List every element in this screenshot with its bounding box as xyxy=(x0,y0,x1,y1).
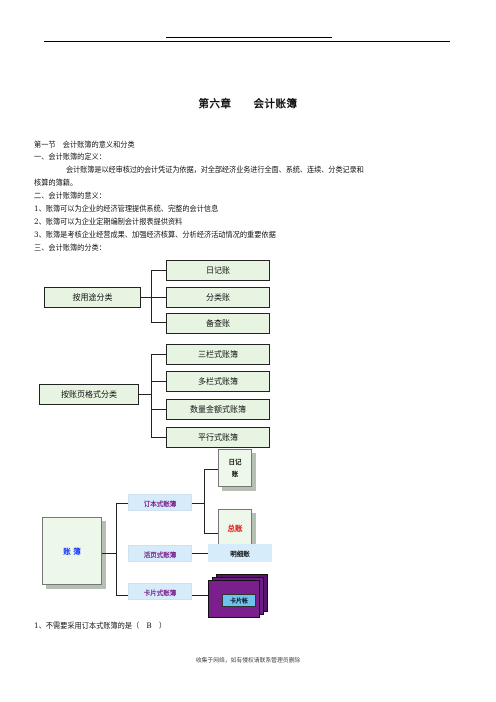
root-connector xyxy=(102,553,116,554)
journal-box: 日记 账 xyxy=(218,449,252,487)
journal-label-line-2: 账 xyxy=(231,470,239,478)
tree1-child-journal: 日记账 xyxy=(166,260,270,281)
loose-leaf-out-connector xyxy=(192,553,208,554)
tree2-child-label: 平行式账簿 xyxy=(198,433,238,442)
tree1-child-label: 分类账 xyxy=(206,293,230,302)
bound-book-label: 订本式账簿 xyxy=(143,499,177,508)
tree2-branch-3 xyxy=(151,409,166,410)
footer-note: 收集于网络，如有侵权请联系管理员删除 xyxy=(195,658,301,664)
tree1-root-box: 按用途分类 xyxy=(44,287,141,308)
general-ledger-connector xyxy=(204,533,218,534)
header-rule xyxy=(44,41,450,42)
card-book-box: 卡片式账簿 xyxy=(128,583,192,600)
tree1-child-ledger: 分类账 xyxy=(166,287,270,308)
definition-line-2: 核算的簿籍。 xyxy=(34,178,78,187)
tree2-spine xyxy=(151,354,152,437)
tree2-branch-2 xyxy=(151,381,166,382)
tree2-child-label: 三栏式账簿 xyxy=(198,350,238,359)
subsidiary-ledger-label: 明细账 xyxy=(230,550,250,558)
tree2-child-three-column: 三栏式账簿 xyxy=(166,344,270,365)
bound-book-box: 订本式账簿 xyxy=(128,494,192,511)
header-short-rule xyxy=(166,37,332,38)
chapter-name: 会计账簿 xyxy=(253,98,298,110)
tree2-child-multi-column: 多栏式账簿 xyxy=(166,371,270,392)
card-connector xyxy=(116,595,128,596)
tree2-child-label: 多栏式账簿 xyxy=(198,377,238,386)
root-book-box: 账 簿 xyxy=(42,517,102,585)
tree1-branch-1 xyxy=(151,270,166,271)
chapter-title: 第六章 会计账簿 xyxy=(0,96,496,111)
bound-out-connector xyxy=(192,503,204,504)
tree1-child-label: 备查账 xyxy=(206,319,230,328)
tree1-child-memo: 备查账 xyxy=(166,313,270,334)
question-1: 1、不需要采用订本式账簿的是（ B ） xyxy=(34,621,167,630)
tree2-child-parallel: 平行式账簿 xyxy=(166,427,270,448)
meaning-item-2: 2、账簿可以为企业定期编制会计报表提供资料 xyxy=(34,217,183,226)
tree2-stem xyxy=(139,394,151,395)
card-ledger-label: 卡片帐 xyxy=(229,598,248,605)
meaning-item-3: 3、账簿是考核企业经营成果、加强经济核算、分析经济活动情况的重要依据 xyxy=(34,230,276,239)
diagram-spine xyxy=(116,503,117,595)
tree2-branch-4 xyxy=(151,437,166,438)
classification-heading: 三、会计账簿的分类： xyxy=(34,243,106,252)
loose-leaf-book-box: 活页式账簿 xyxy=(128,545,192,562)
general-ledger-box: 总账 xyxy=(218,509,252,547)
card-out-connector xyxy=(192,595,208,596)
tree1-branch-2 xyxy=(151,297,166,298)
bound-spine xyxy=(204,469,205,533)
card-ledger-label-box: 卡片帐 xyxy=(222,594,256,607)
subsidiary-ledger-box: 明细账 xyxy=(208,544,272,562)
tree2-branch-1 xyxy=(151,354,166,355)
meaning-item-1: 1、账簿可以为企业的经济管理提供系统、完整的会计信息 xyxy=(34,204,219,213)
section-heading: 第一节 会计账簿的意义和分类 xyxy=(34,140,135,149)
tree1-stem xyxy=(141,297,151,298)
loose-leaf-book-label: 活页式账簿 xyxy=(143,550,177,559)
tree2-root-box: 按账页格式分类 xyxy=(39,384,139,405)
tree1-branch-3 xyxy=(151,322,166,323)
root-book-label: 账 簿 xyxy=(63,546,81,556)
definition-heading: 一、会计账簿的定义： xyxy=(34,152,106,161)
general-ledger-label: 总账 xyxy=(227,523,243,533)
tree2-child-quantity-amount: 数量金额式账簿 xyxy=(166,399,270,420)
journal-label-line-1: 日记 xyxy=(228,458,242,466)
meaning-heading: 二、会计账簿的意义： xyxy=(34,191,106,200)
tree2-child-label: 数量金额式账簿 xyxy=(190,405,246,414)
definition-line-1: 会计账簿是以经审核过的会计凭证为依据，对全部经济业务进行全面、系统、连续、分类记… xyxy=(66,165,364,174)
bound-connector xyxy=(116,503,128,504)
tree1-spine xyxy=(151,270,152,322)
tree1-root-label: 按用途分类 xyxy=(72,293,113,302)
tree1-child-label: 日记账 xyxy=(206,266,230,275)
journal-connector xyxy=(204,469,218,470)
chapter-number: 第六章 xyxy=(198,98,232,110)
tree2-root-label: 按账页格式分类 xyxy=(61,390,117,399)
card-book-label: 卡片式账簿 xyxy=(143,588,177,597)
